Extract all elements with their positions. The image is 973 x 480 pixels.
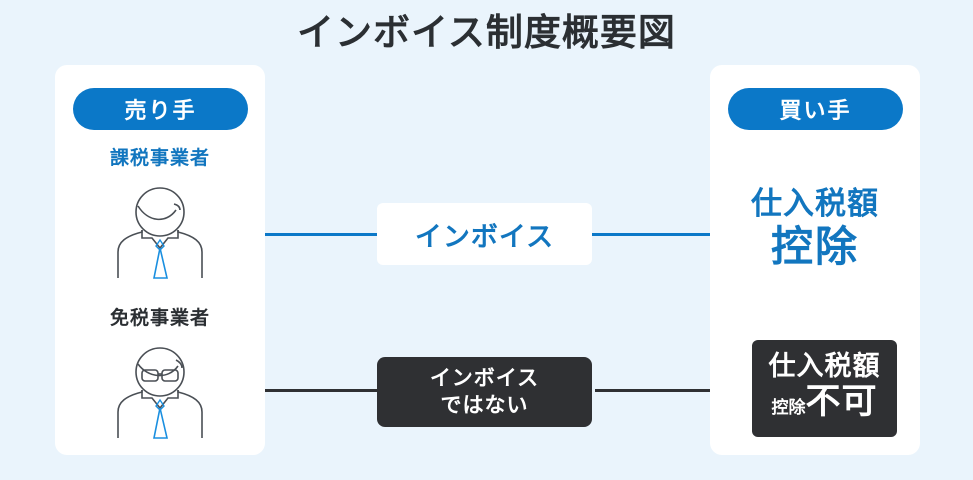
outcome-allowed-line2: 控除 [770,222,859,271]
flow-label-not-invoice: インボイス ではない [377,357,592,427]
flow-label-not-invoice-line1: インボイス [429,366,540,390]
page-title: インボイス制度概要図 [297,11,676,54]
connector-line-not-invoice-left [265,389,377,392]
seller-badge: 売り手 [73,88,248,130]
connector-line-invoice-right [592,233,717,236]
flow-label-invoice: インボイス [377,203,592,265]
outcome-denied-big: 不可 [805,381,878,422]
seller-panel [55,65,265,455]
taxable-business-label: 課税事業者 [109,147,210,169]
outcome-denied-small: 控除 [771,397,806,418]
outcome-allowed-line1: 仕入税額 [751,186,879,222]
buyer-badge: 買い手 [728,88,903,130]
flow-label-not-invoice-line2: ではない [440,393,529,417]
exempt-business-label: 免税事業者 [109,307,210,329]
outcome-denied-row1: 仕入税額 [768,350,881,382]
outcome-tax-credit-denied: 仕入税額 控除 不可 [752,340,897,437]
outcome-denied-row2: 控除 不可 [771,383,877,427]
outcome-tax-credit-allowed: 仕入税額 控除 [710,185,920,271]
connector-line-invoice-left [265,233,380,236]
person-icon [100,180,220,280]
person-with-glasses-icon [100,340,220,440]
connector-line-not-invoice-right [595,389,717,392]
